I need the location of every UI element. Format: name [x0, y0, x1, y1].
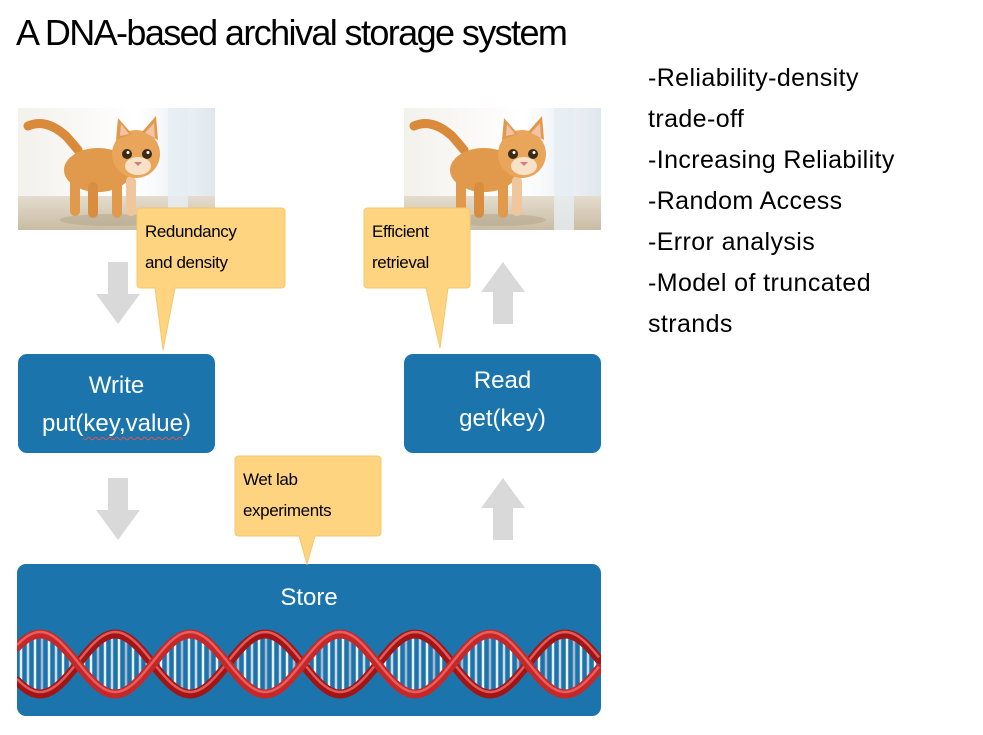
helix-strand-highlight — [17, 630, 600, 694]
arrow-down-icon — [96, 478, 140, 540]
write-label: Write — [88, 372, 145, 399]
callout-retrieval — [363, 207, 471, 349]
read-label: Read — [473, 367, 532, 394]
helix-strand — [17, 629, 601, 699]
bullet-item: -Random Access — [648, 187, 843, 215]
bullet-item: -Reliability-density — [648, 64, 859, 92]
arrow-up-icon — [481, 478, 525, 540]
bullet-item: -Model of truncated — [648, 269, 871, 297]
helix-strand — [17, 629, 601, 699]
callout-redundancy — [136, 207, 286, 351]
write-box: Write put(key,value) — [18, 354, 215, 453]
write-signature: put(key,value) — [42, 410, 191, 437]
slide-title: A DNA-based archival storage system — [16, 12, 568, 53]
callout-wetlab — [234, 455, 382, 566]
read-box: Read get(key) — [404, 354, 601, 453]
arrow-up-icon — [481, 262, 525, 324]
read-signature: get(key) — [459, 405, 546, 432]
helix-strand-highlight — [17, 630, 600, 694]
callout-retrieval-text: Efficient retrieval — [372, 222, 429, 272]
bullet-item: -Error analysis — [648, 228, 816, 256]
bullet-item: strands — [648, 310, 733, 338]
callout-wetlab-text: Wet lab experiments — [243, 470, 332, 520]
arrow-down-icon — [96, 262, 140, 324]
store-box: Store — [17, 564, 601, 716]
bullet-list: -Reliability-density trade-off -Increasi… — [648, 58, 968, 345]
bullet-item: trade-off — [648, 105, 745, 133]
bullet-item: -Increasing Reliability — [648, 146, 895, 174]
callout-redundancy-text: Redundancy and density — [145, 222, 237, 272]
dna-helix-image — [17, 629, 601, 699]
store-label: Store — [280, 584, 338, 611]
